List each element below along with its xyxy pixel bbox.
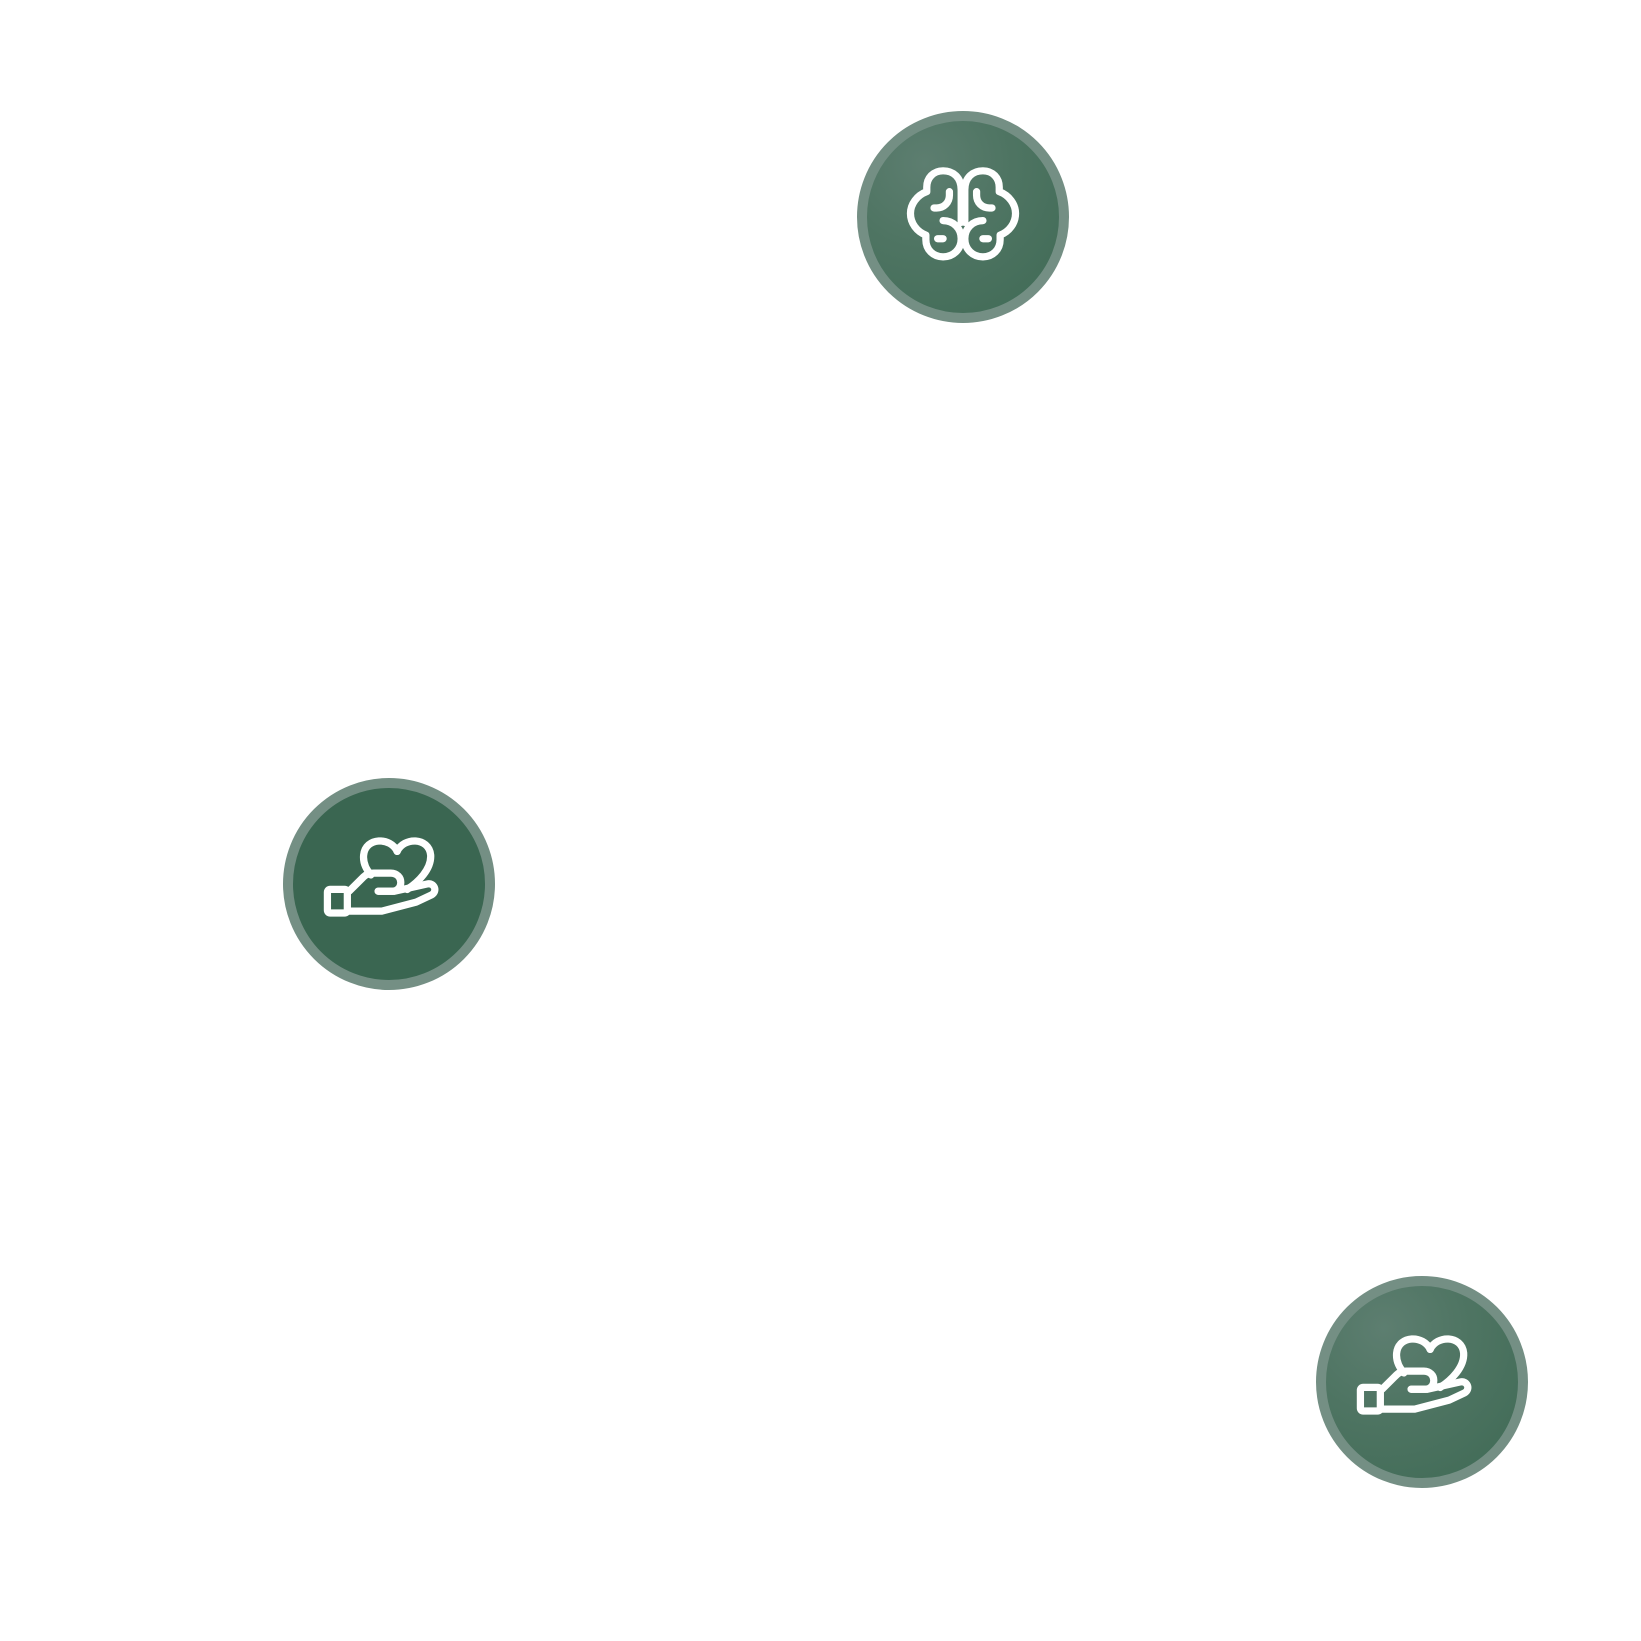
care-badge-left (283, 778, 495, 990)
hand-heart-icon (1356, 1335, 1472, 1415)
brain-badge (857, 111, 1069, 323)
care-badge-right (1316, 1276, 1528, 1488)
brain-badge-circle (857, 111, 1069, 323)
brain-icon (906, 167, 1020, 261)
care-badge-right-circle (1316, 1276, 1528, 1488)
hand-heart-icon (323, 837, 439, 917)
care-badge-left-circle (283, 778, 495, 990)
